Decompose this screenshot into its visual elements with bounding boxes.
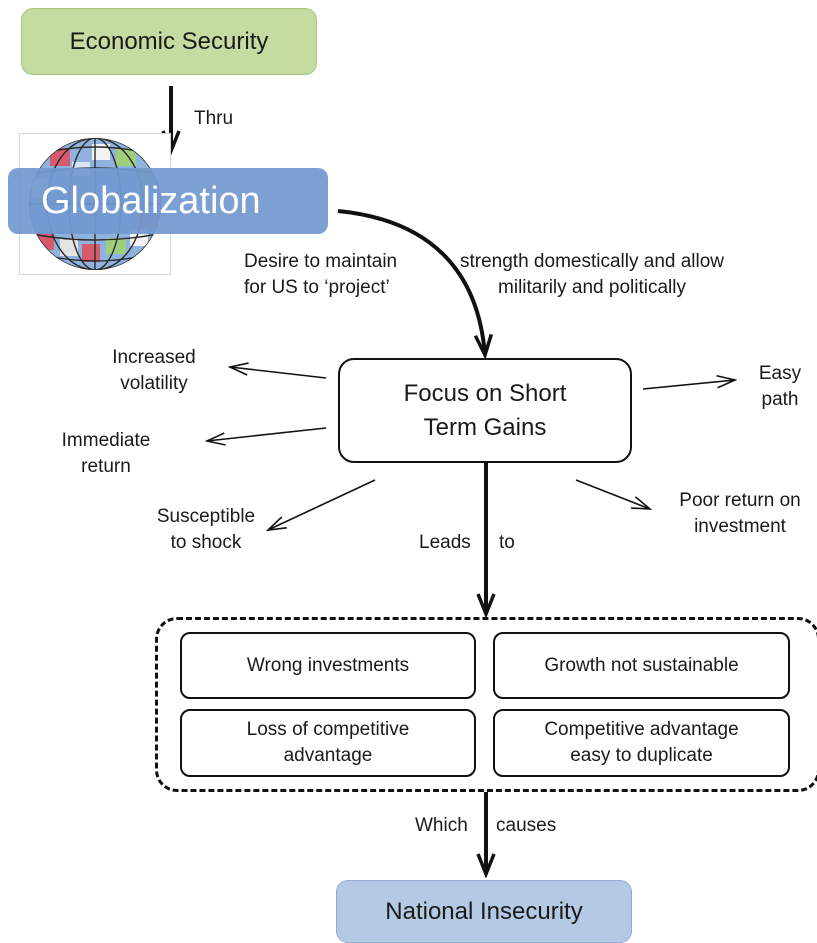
effect-poor-return: Poor return on investment (679, 490, 801, 537)
consequence-loss-of-advantage: Loss of competitive advantage (180, 709, 476, 777)
leads-label: Leads (419, 532, 471, 553)
national-insecurity-node: National Insecurity (336, 880, 632, 943)
causes-label: causes (496, 815, 557, 836)
to-label: to (499, 532, 515, 553)
focus-node: Focus on Short Term Gains (338, 358, 632, 463)
arrow-desire (337, 209, 485, 355)
consequences-group (155, 617, 817, 792)
consequence-advantage-easy-duplicate: Competitive advantage easy to duplicate (493, 709, 790, 777)
globalization-node: Globalization (8, 168, 328, 234)
which-label: Which (415, 815, 468, 836)
desire-label-left: Desire to maintain for US to ‘project’ (244, 251, 398, 298)
effect-easy-path: Easy path (758, 363, 802, 410)
arrow-immediate (207, 427, 327, 441)
economic-security-node: Economic Security (21, 8, 317, 75)
arrow-easy-path (642, 380, 735, 390)
arrow-poor-return (575, 479, 650, 509)
effect-susceptible-to-shock: Susceptible to shock (156, 506, 256, 553)
arrow-volatility (230, 367, 327, 379)
desire-label-right: strength domestically and allow militari… (460, 251, 725, 298)
effect-increased-volatility: Increased volatility (112, 347, 196, 394)
consequence-wrong-investments: Wrong investments (180, 632, 476, 699)
consequence-growth-not-sustainable: Growth not sustainable (493, 632, 790, 699)
arrow-susceptible (268, 479, 376, 530)
effect-immediate-return: Immediate return (61, 430, 151, 477)
thru-label: Thru (194, 108, 234, 129)
